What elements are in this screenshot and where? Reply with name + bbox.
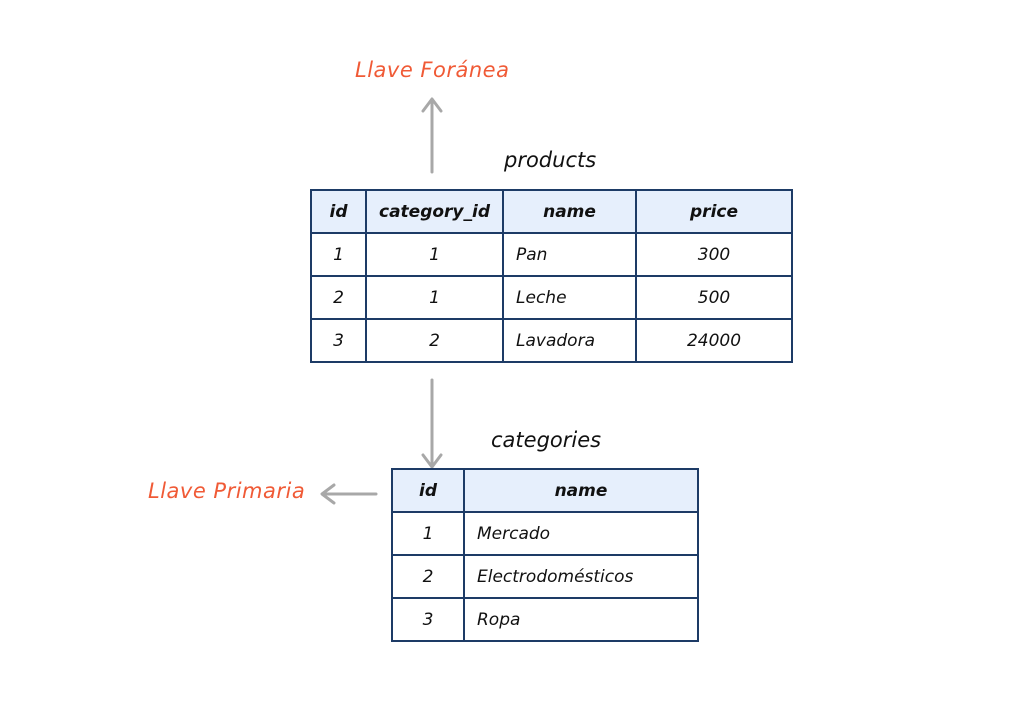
cell-name: Lavadora bbox=[502, 318, 638, 363]
table-row: 3 Ropa bbox=[391, 597, 699, 642]
cell-price: 24000 bbox=[635, 318, 794, 363]
foreign-key-arrow bbox=[421, 97, 443, 174]
categories-table: id name 1 Mercado 2 Electrodomésticos 3 … bbox=[391, 468, 699, 642]
column-header-category-id: category_id bbox=[364, 189, 505, 234]
cell-name: Mercado bbox=[463, 511, 699, 556]
primary-key-arrow bbox=[320, 483, 378, 505]
cell-id: 1 bbox=[310, 232, 367, 277]
cell-name: Pan bbox=[502, 232, 638, 277]
cell-id: 1 bbox=[391, 511, 465, 556]
cell-name: Leche bbox=[502, 275, 638, 320]
cell-price: 300 bbox=[635, 232, 794, 277]
table-row: 1 1 Pan 300 bbox=[310, 232, 794, 277]
column-header-name: name bbox=[463, 468, 699, 513]
products-table-title: products bbox=[504, 148, 597, 172]
table-row: 2 Electrodomésticos bbox=[391, 554, 699, 599]
table-row: 1 Mercado bbox=[391, 511, 699, 556]
table-header-row: id category_id name price bbox=[310, 189, 794, 234]
foreign-key-label: Llave Foránea bbox=[355, 58, 510, 82]
column-header-name: name bbox=[502, 189, 638, 234]
cell-id: 3 bbox=[391, 597, 465, 642]
table-row: 3 2 Lavadora 24000 bbox=[310, 318, 794, 363]
column-header-price: price bbox=[635, 189, 794, 234]
cell-id: 2 bbox=[310, 275, 367, 320]
cell-price: 500 bbox=[635, 275, 794, 320]
cell-id: 3 bbox=[310, 318, 367, 363]
cell-name: Ropa bbox=[463, 597, 699, 642]
cell-id: 2 bbox=[391, 554, 465, 599]
primary-key-label: Llave Primaria bbox=[148, 479, 306, 503]
products-table: id category_id name price 1 1 Pan 300 2 … bbox=[310, 189, 794, 363]
column-header-id: id bbox=[391, 468, 465, 513]
categories-table-title: categories bbox=[491, 428, 602, 452]
table-header-row: id name bbox=[391, 468, 699, 513]
cell-category-id: 1 bbox=[364, 232, 505, 277]
cell-category-id: 2 bbox=[364, 318, 505, 363]
cell-category-id: 1 bbox=[364, 275, 505, 320]
column-header-id: id bbox=[310, 189, 367, 234]
relation-arrow bbox=[421, 378, 443, 469]
table-row: 2 1 Leche 500 bbox=[310, 275, 794, 320]
cell-name: Electrodomésticos bbox=[463, 554, 699, 599]
